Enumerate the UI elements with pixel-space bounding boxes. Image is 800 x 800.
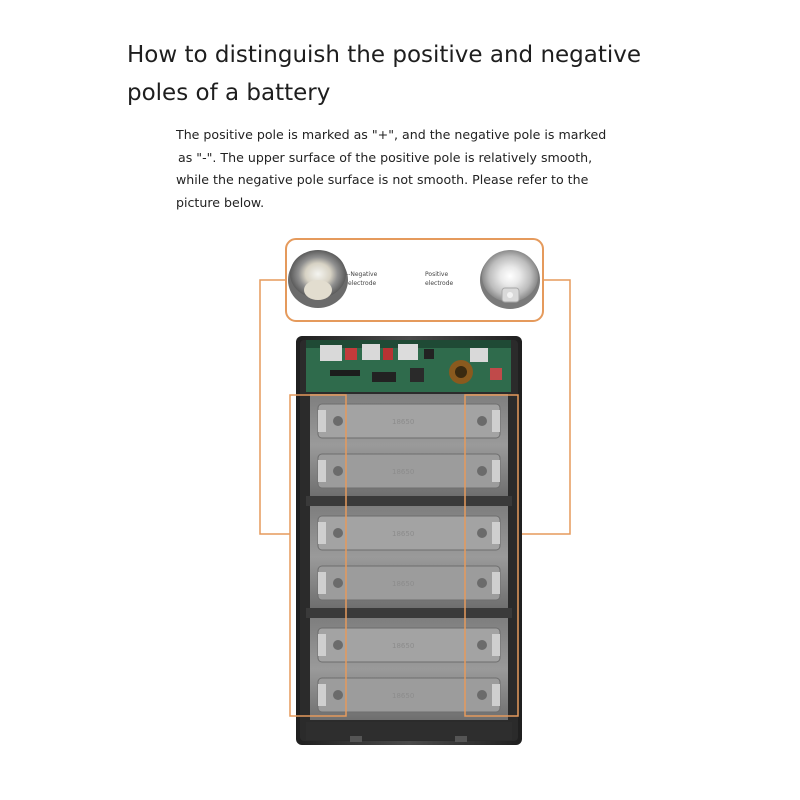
page-title: How to distinguish the positive and nega… (127, 36, 687, 112)
pole-callout: --Negative electrode Positive electrode (285, 238, 544, 322)
cell-label: 18650 (392, 530, 414, 538)
battery-slot: 18650 (317, 453, 501, 489)
positive-label-line-1: Positive (425, 271, 448, 278)
negative-label-line-1: --Negative (346, 271, 378, 278)
title-line-1: How to distinguish the positive and nega… (127, 42, 642, 68)
battery-slot: 18650 (317, 565, 501, 601)
battery-slot: 18650 (317, 515, 501, 551)
cell-label: 18650 (392, 418, 414, 426)
cell-label: 18650 (392, 692, 414, 700)
positive-contacts-highlight (464, 394, 519, 717)
description-line-1: The positive pole is marked as "+", and … (176, 127, 607, 142)
description: The positive pole is marked as "+", and … (176, 124, 666, 214)
negative-label-line-2: electrode (348, 280, 377, 287)
battery-slot: 18650 (317, 403, 501, 439)
cell-label: 18650 (392, 468, 414, 476)
positive-pole-image (480, 250, 540, 309)
description-line-3: while the negative pole surface is not s… (176, 172, 589, 187)
cell-label: 18650 (392, 580, 414, 588)
usb-port (362, 344, 380, 360)
battery-slot: 18650 (317, 677, 501, 713)
battery-slots: 18650 18650 18650 18650 (317, 403, 501, 713)
contact-highlights (289, 394, 519, 717)
leader-lines (259, 279, 571, 535)
negative-contacts-highlight (289, 394, 347, 717)
battery-slot: 18650 (317, 627, 501, 663)
usb-port (320, 345, 342, 361)
pcb-board (306, 340, 511, 392)
description-line-2: as "-". The upper surface of the positiv… (178, 149, 593, 165)
description-line-4: picture below. (176, 194, 265, 210)
cell-label: 18650 (392, 642, 414, 650)
positive-label-line-2: electrode (425, 280, 454, 287)
battery-bays (306, 394, 512, 720)
title-line-2: poles of a battery (127, 80, 331, 106)
battery-box: 18650 18650 18650 18650 (296, 336, 522, 745)
usb-port (398, 344, 418, 360)
negative-pole-image (288, 250, 348, 308)
